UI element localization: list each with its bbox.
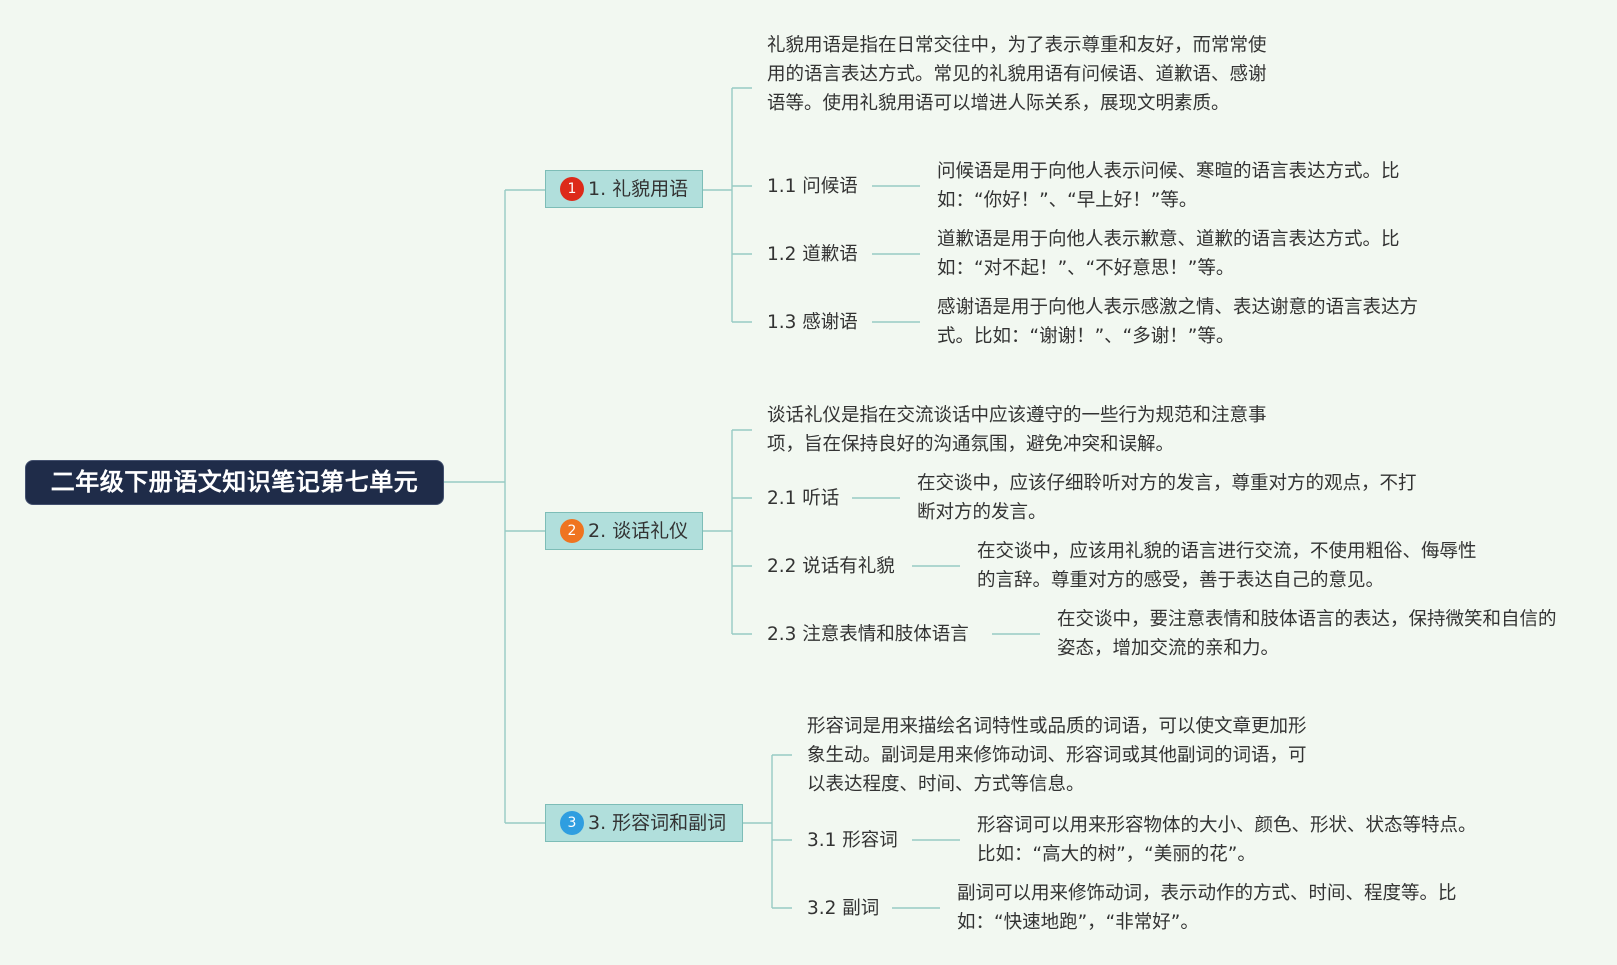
- priority-1-icon: 1: [560, 177, 584, 201]
- topic-label: 2. 谈话礼仪: [588, 520, 689, 542]
- detail-adjectives[interactable]: 形容词可以用来形容物体的大小、颜色、形状、状态等特点。比如：“高大的树”，“美丽…: [977, 815, 1477, 865]
- detail-thanks[interactable]: 感谢语是用于向他人表示感激之情、表达谢意的语言表达方式。比如：“谢谢！”、“多谢…: [937, 297, 1419, 347]
- subtopic-thanks[interactable]: 1.3 感谢语: [767, 312, 858, 333]
- subtopic-apology[interactable]: 1.2 道歉语: [767, 244, 858, 265]
- subtopic-body-language[interactable]: 2.3 注意表情和肢体语言: [767, 624, 969, 645]
- subtopic-listening[interactable]: 2.1 听话: [767, 488, 840, 509]
- detail-body-language[interactable]: 在交谈中，要注意表情和肢体语言的表达，保持微笑和自信的姿态，增加交流的亲和力。: [1057, 609, 1557, 659]
- topic-label: 1. 礼貌用语: [588, 178, 689, 200]
- topic-label: 3. 形容词和副词: [588, 812, 727, 834]
- detail-greetings[interactable]: 问候语是用于向他人表示问候、寒暄的语言表达方式。比如：“你好！”、“早上好！”等…: [937, 161, 1400, 211]
- subtopic-adjectives[interactable]: 3.1 形容词: [807, 830, 898, 851]
- topic-adjectives-adverbs[interactable]: 3 3. 形容词和副词: [545, 804, 743, 842]
- subtopic-polite-speech[interactable]: 2.2 说话有礼貌: [767, 556, 895, 577]
- summary-polite-language[interactable]: 礼貌用语是指在日常交往中，为了表示尊重和友好，而常常使用的语言表达方式。常见的礼…: [767, 35, 1267, 114]
- summary-conversation-etiquette[interactable]: 谈话礼仪是指在交流谈话中应该遵守的一些行为规范和注意事项，旨在保持良好的沟通氛围…: [767, 405, 1267, 455]
- detail-polite-speech[interactable]: 在交谈中，应该用礼貌的语言进行交流，不使用粗俗、侮辱性的言辞。尊重对方的感受，善…: [977, 541, 1477, 591]
- topic-polite-language[interactable]: 1 1. 礼貌用语: [545, 170, 703, 208]
- root-topic[interactable]: 二年级下册语文知识笔记第七单元: [25, 460, 444, 505]
- priority-2-icon: 2: [560, 519, 584, 543]
- detail-adverbs[interactable]: 副词可以用来修饰动词，表示动作的方式、时间、程度等。比如：“快速地跑”，“非常好…: [957, 883, 1457, 933]
- priority-3-icon: 3: [560, 811, 584, 835]
- subtopic-greetings[interactable]: 1.1 问候语: [767, 176, 858, 197]
- topic-conversation-etiquette[interactable]: 2 2. 谈话礼仪: [545, 512, 703, 550]
- subtopic-adverbs[interactable]: 3.2 副词: [807, 898, 880, 919]
- detail-apology[interactable]: 道歉语是用于向他人表示歉意、道歉的语言表达方式。比如：“对不起！”、“不好意思！…: [937, 229, 1400, 279]
- detail-listening[interactable]: 在交谈中，应该仔细聆听对方的发言，尊重对方的观点，不打断对方的发言。: [917, 473, 1417, 523]
- summary-adjectives-adverbs[interactable]: 形容词是用来描绘名词特性或品质的词语，可以使文章更加形象生动。副词是用来修饰动词…: [807, 716, 1307, 795]
